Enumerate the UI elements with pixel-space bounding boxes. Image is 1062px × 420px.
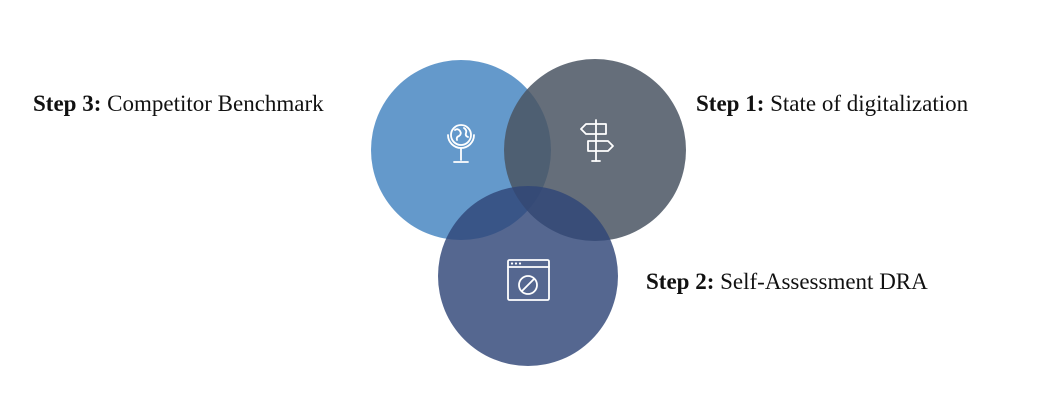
step2-number: Step 2: [646, 269, 715, 294]
step2-text: Self-Assessment DRA [720, 269, 928, 294]
step1-label: Step 1: State of digitalization [696, 92, 968, 115]
step3-number: Step 3: [33, 91, 102, 116]
step2-label: Step 2: Self-Assessment DRA [646, 270, 928, 293]
step1-text: State of digitalization [770, 91, 969, 116]
browser-dots-icon [510, 262, 522, 265]
globe-icon [447, 124, 475, 163]
step3-text: Competitor Benchmark [107, 91, 324, 116]
step3-label: Step 3: Competitor Benchmark [33, 92, 324, 115]
step1-number: Step 1: [696, 91, 765, 116]
signpost-icon [580, 119, 614, 162]
browser-compass-icon [507, 259, 550, 301]
